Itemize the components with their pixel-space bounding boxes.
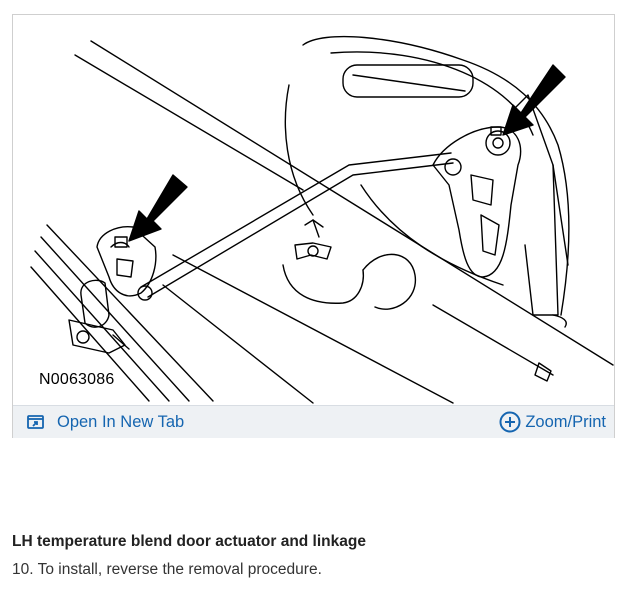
right-callout-arrow — [502, 64, 566, 136]
left-actuator-bracket — [96, 226, 157, 297]
open-in-new-tab-button[interactable]: Open In New Tab — [27, 406, 184, 438]
screw-fastener — [534, 314, 567, 382]
figure-card: N0063086 Open In New Tab Zoom/Print — [12, 14, 615, 438]
zoom-print-label: Zoom/Print — [525, 412, 606, 431]
zoom-plus-icon — [499, 411, 521, 433]
linkage-rod — [137, 152, 454, 301]
figure-toolbar: Open In New Tab Zoom/Print — [13, 405, 614, 438]
figure-id-label: N0063086 — [39, 371, 115, 388]
center-clip — [282, 219, 416, 310]
technical-illustration — [13, 15, 614, 405]
blend-door-housing — [284, 35, 570, 316]
electrical-connector — [68, 279, 130, 354]
zoom-print-button[interactable]: Zoom/Print — [499, 406, 606, 438]
figure-caption: LH temperature blend door actuator and l… — [12, 533, 366, 550]
open-in-new-tab-label: Open In New Tab — [57, 412, 185, 431]
procedure-step: 10. To install, reverse the removal proc… — [12, 561, 322, 578]
open-in-new-tab-icon — [27, 414, 45, 430]
right-actuator-bracket — [432, 126, 522, 278]
left-callout-arrow — [128, 174, 188, 242]
